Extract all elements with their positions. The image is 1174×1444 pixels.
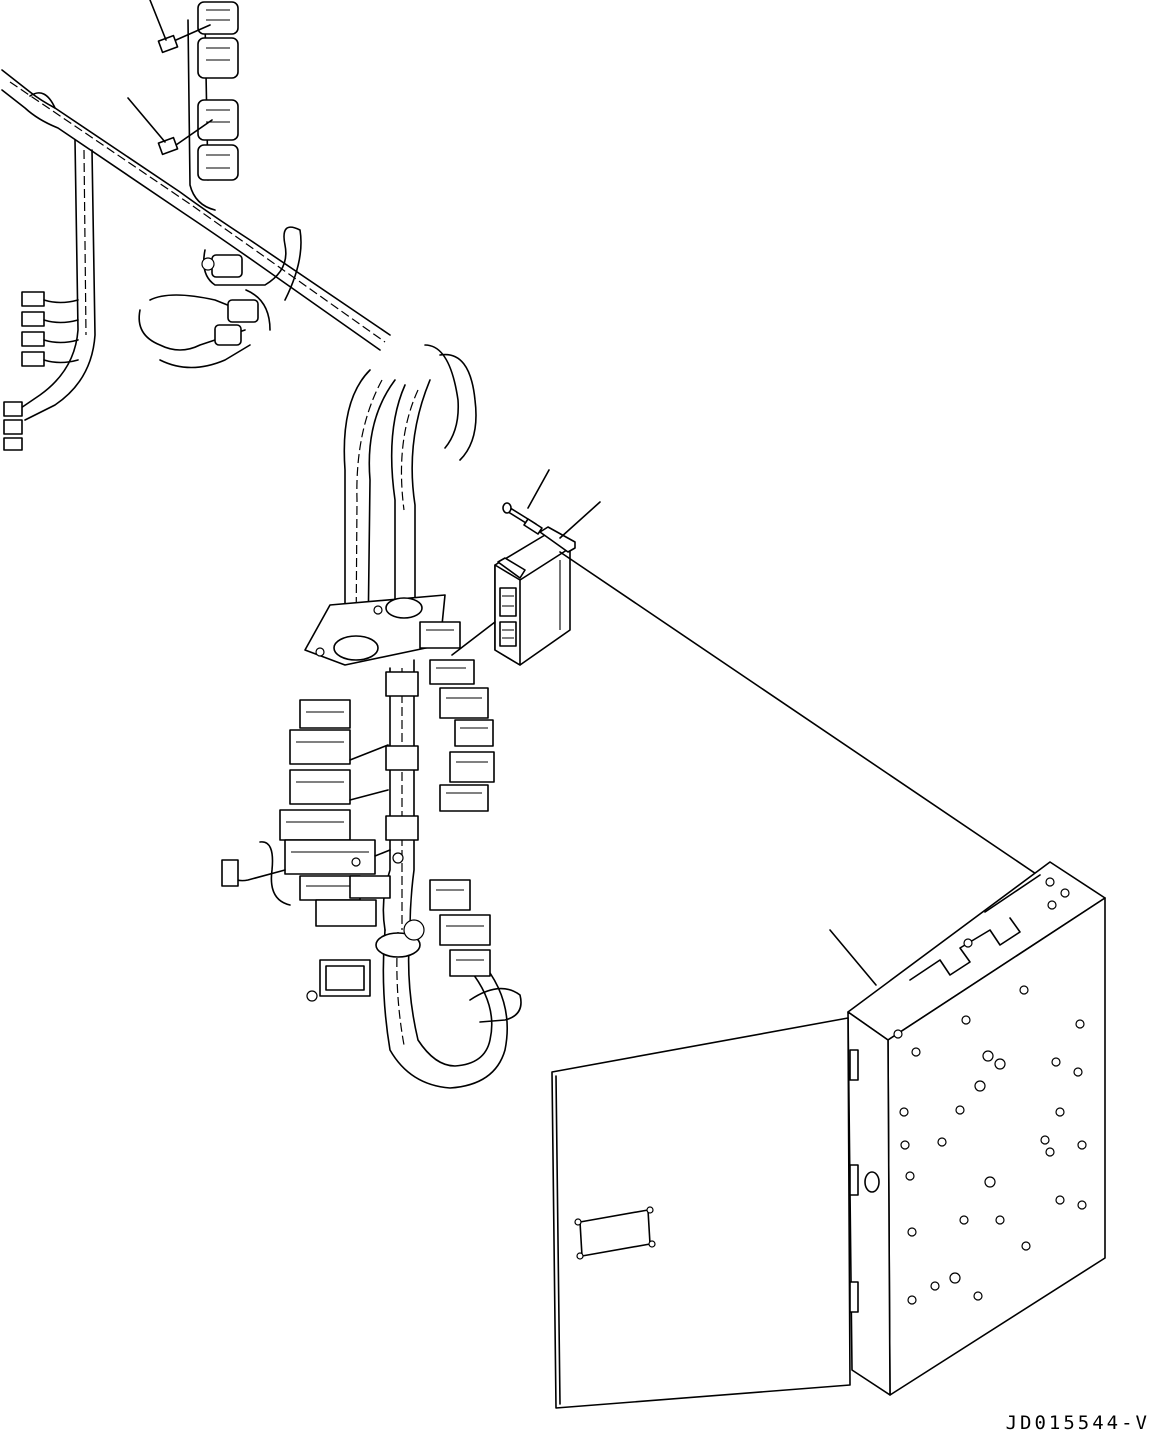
upper-vertical-harness xyxy=(157,1,239,211)
connector-block-left xyxy=(221,699,404,906)
harness-junction-cluster xyxy=(138,226,302,369)
controller-leader-lines xyxy=(451,469,1046,881)
mounting-plate xyxy=(304,594,446,666)
bolt xyxy=(502,502,543,535)
connector-block-upper xyxy=(419,621,495,812)
lower-harness-loop xyxy=(306,875,522,1089)
vertical-trunk-harness xyxy=(343,344,477,641)
main-harness-upper xyxy=(1,69,391,351)
electrical-box-door xyxy=(551,1017,851,1409)
leader-lines-top xyxy=(127,0,167,143)
controller-module xyxy=(494,526,576,666)
box-leader-line xyxy=(829,929,877,986)
box-fasteners xyxy=(893,985,1087,1305)
electrical-box xyxy=(847,861,1106,1396)
drawing-reference-code: JD015544-V xyxy=(1005,1412,1150,1434)
left-branch-harness xyxy=(3,139,96,451)
